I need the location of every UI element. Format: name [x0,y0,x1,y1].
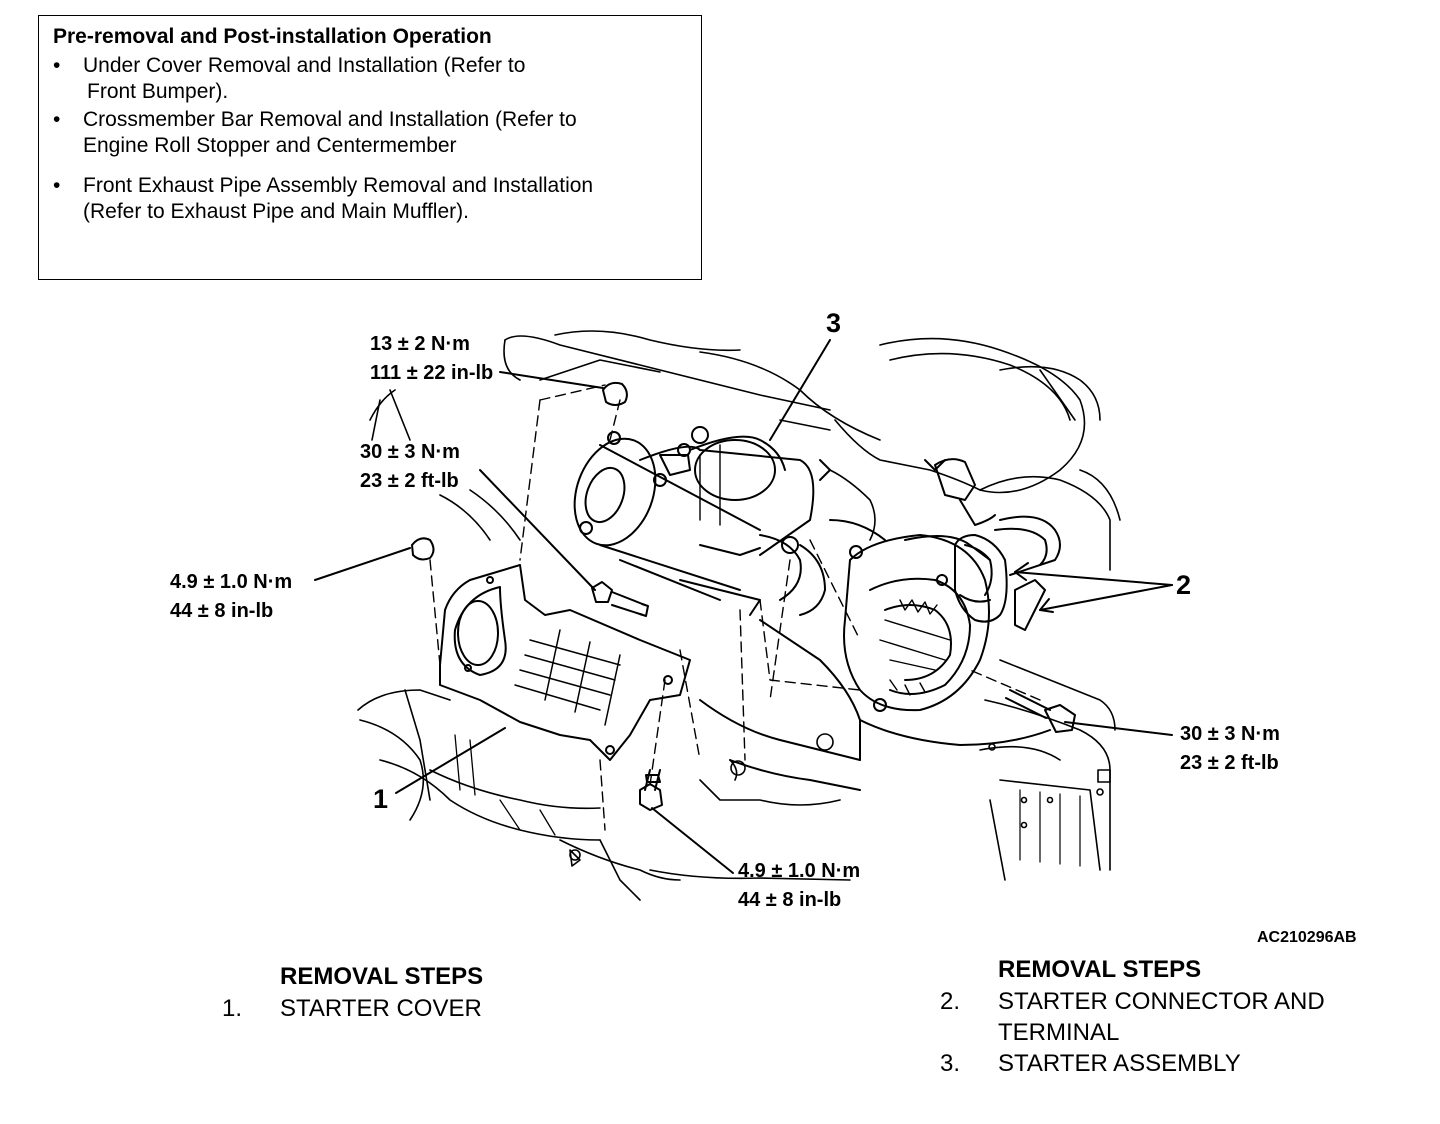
removal-steps-heading: REMOVAL STEPS [998,956,1202,983]
step-text: STARTER COVER [280,995,482,1022]
starter-assembly [573,426,831,616]
step-number: 3. [940,1050,961,1077]
flywheel-housing [699,519,1051,791]
step-text: STARTER CONNECTOR AND [998,988,1325,1015]
step-text: TERMINAL [998,1019,1120,1046]
step-number: 1. [222,995,243,1022]
part-number-2: 2 [1176,570,1192,600]
bullet-icon: • [53,54,61,77]
pre-removal-title: Pre-removal and Post-installation Operat… [53,25,492,48]
starter-cover [439,564,691,761]
part-number-1: 1 [373,784,389,814]
starter-connector [924,458,1061,631]
step-number: 2. [940,988,961,1015]
torque-callout-left: 4.9 ± 1.0 N·m 44 ± 8 in-lb [170,571,293,622]
torque-callout-mid: 30 ± 3 N·m 23 ± 2 ft-lb [360,441,460,492]
lower-left-block [357,689,851,901]
pre-removal-item-3: Front Exhaust Pipe Assembly Removal and … [83,174,594,223]
leader-lines [314,339,1173,874]
lower-right-block [979,659,1116,881]
pre-removal-item-1: Under Cover Removal and Installation (Re… [83,54,526,103]
alignment-dashed-lines [429,384,1041,831]
torque-callout-top: 13 ± 2 N·m 111 ± 22 in-lb [370,333,494,384]
step-text: STARTER ASSEMBLY [998,1050,1241,1077]
bullet-icon: • [53,174,61,197]
engine-block-outline [369,330,1121,571]
torque-callout-right: 30 ± 3 N·m 23 ± 2 ft-lb [1180,723,1280,774]
pre-removal-box: Pre-removal and Post-installation Operat… [38,15,702,280]
torque-callout-bottom: 4.9 ± 1.0 N·m 44 ± 8 in-lb [738,860,861,911]
part-number-3: 3 [826,308,842,338]
removal-steps-heading: REMOVAL STEPS [280,963,484,990]
bullet-icon: • [53,108,61,131]
figure-code: AC210296AB [1257,929,1357,946]
pre-removal-item-2: Crossmember Bar Removal and Installation… [83,108,577,157]
